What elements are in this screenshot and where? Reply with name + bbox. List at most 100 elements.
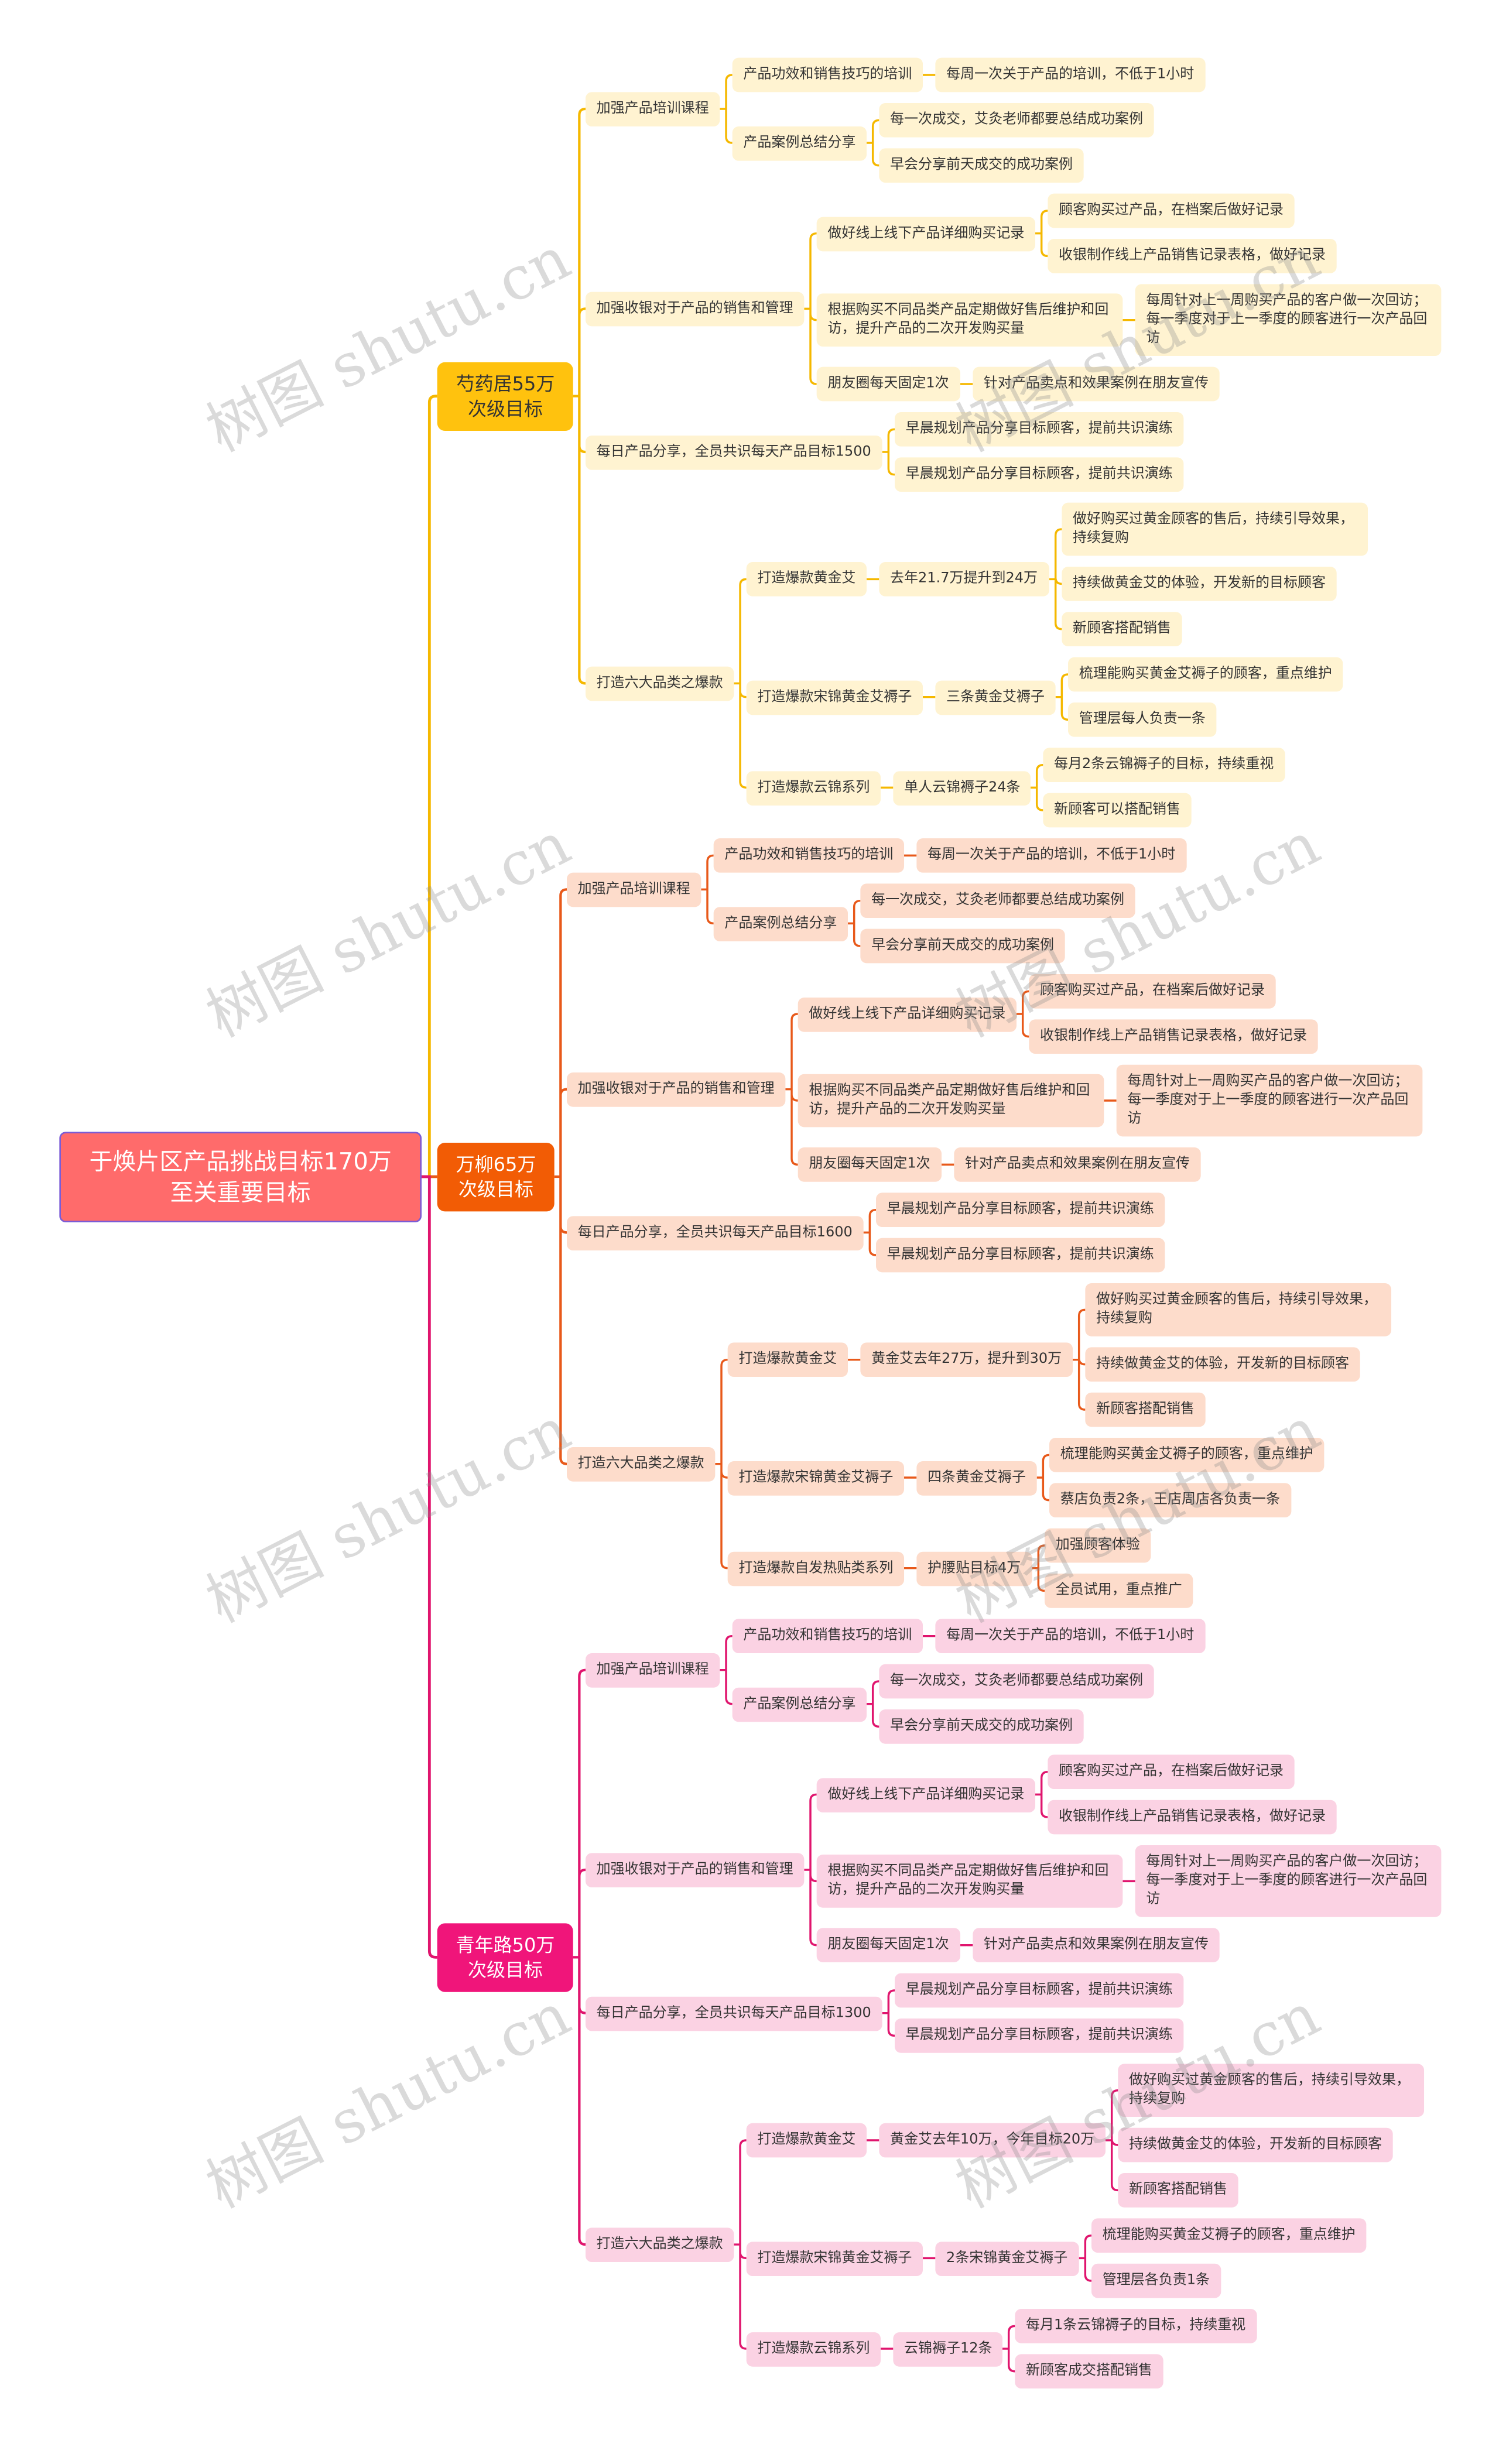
leaf-topic[interactable]: 全员试用，重点推广: [1045, 1574, 1193, 1608]
leaf-topic[interactable]: 收银制作线上产品销售记录表格，做好记录: [1048, 1800, 1337, 1835]
leaf-topic[interactable]: 每周针对上一周购买产品的客户做一次回访；每一季度对于上一季度的顾客进行一次产品回…: [1135, 1845, 1442, 1917]
subtopic[interactable]: 做好线上线下产品详细购买记录: [816, 216, 1036, 251]
leaf-topic[interactable]: 新顾客搭配销售: [1062, 612, 1182, 647]
subtopic[interactable]: 加强产品培训课程: [567, 872, 701, 907]
leaf-topic[interactable]: 早晨规划产品分享目标顾客，提前共识演练: [876, 1192, 1165, 1228]
leaf-topic[interactable]: 顾客购买过产品，在档案后做好记录: [1048, 1754, 1295, 1790]
leaf-topic[interactable]: 每周一次关于产品的培训，不低于1小时: [935, 57, 1205, 92]
leaf-topic[interactable]: 做好购买过黄金顾客的售后，持续引导效果，持续复购: [1085, 1283, 1392, 1336]
subtopic[interactable]: 做好线上线下产品详细购买记录: [798, 996, 1017, 1031]
subtopic[interactable]: 打造六大品类之爆款: [586, 666, 734, 701]
subtopic[interactable]: 根据购买不同品类产品定期做好售后维护和回访，提升产品的二次开发购买量: [816, 1855, 1123, 1908]
subtopic[interactable]: 每日产品分享，全员共识每天产品目标1300: [586, 1996, 882, 2031]
subtopic[interactable]: 打造爆款黄金艾: [727, 1342, 848, 1377]
leaf-topic[interactable]: 早晨规划产品分享目标顾客，提前共识演练: [895, 1973, 1184, 2008]
connector-line: [867, 119, 879, 167]
subtopic[interactable]: 四条黄金艾褥子: [916, 1460, 1037, 1495]
subtopic[interactable]: 打造六大品类之爆款: [567, 1447, 716, 1482]
leaf-topic[interactable]: 管理层各负责1条: [1091, 2263, 1221, 2298]
branch-topic[interactable]: 青年路50万 次级目标: [437, 1922, 574, 1992]
subtopic[interactable]: 朋友圈每天固定1次: [816, 1928, 960, 1963]
leaf-topic[interactable]: 新顾客搭配销售: [1085, 1392, 1206, 1427]
leaf-topic[interactable]: 梳理能购买黄金艾褥子的顾客，重点维护: [1068, 657, 1343, 692]
subtopic[interactable]: 朋友圈每天固定1次: [798, 1147, 942, 1182]
leaf-topic[interactable]: 蔡店负责2条，王店周店各负责一条: [1049, 1483, 1291, 1518]
leaf-topic[interactable]: 加强顾客体验: [1045, 1528, 1151, 1563]
subtopic[interactable]: 去年21.7万提升到24万: [879, 562, 1049, 597]
subtopic[interactable]: 加强产品培训课程: [586, 1653, 720, 1688]
leaf-topic[interactable]: 早会分享前天成交的成功案例: [879, 1709, 1084, 1744]
leaf-topic[interactable]: 持续做黄金艾的体验，开发新的目标顾客: [1118, 2127, 1393, 2163]
subtopic[interactable]: 加强收银对于产品的销售和管理: [586, 292, 805, 326]
leaf-topic[interactable]: 早晨规划产品分享目标顾客，提前共识演练: [895, 412, 1184, 447]
leaf-topic[interactable]: 顾客购买过产品，在档案后做好记录: [1048, 193, 1295, 228]
leaf-topic[interactable]: 持续做黄金艾的体验，开发新的目标顾客: [1085, 1347, 1360, 1382]
subtopic[interactable]: 打造爆款黄金艾: [746, 562, 867, 597]
subtopic[interactable]: 云锦褥子12条: [893, 2331, 1004, 2366]
subtopic[interactable]: 打造爆款宋锦黄金艾褥子: [746, 680, 923, 715]
leaf-topic[interactable]: 每一次成交，艾灸老师都要总结成功案例: [860, 883, 1135, 919]
subtopic[interactable]: 每日产品分享，全员共识每天产品目标1600: [567, 1215, 864, 1250]
leaf-topic[interactable]: 早晨规划产品分享目标顾客，提前共识演练: [876, 1238, 1165, 1273]
leaf-topic[interactable]: 针对产品卖点和效果案例在朋友宣传: [954, 1147, 1201, 1182]
subtopic[interactable]: 产品功效和销售技巧的培训: [732, 1619, 923, 1654]
branch-topic[interactable]: 万柳65万 次级目标: [437, 1142, 555, 1211]
leaf-topic[interactable]: 针对产品卖点和效果案例在朋友宣传: [973, 366, 1220, 402]
subtopic[interactable]: 护腰贴目标4万: [916, 1551, 1032, 1586]
subtopic[interactable]: 每日产品分享，全员共识每天产品目标1500: [586, 434, 882, 470]
subtopic[interactable]: 打造爆款云锦系列: [746, 2331, 881, 2366]
subtopic[interactable]: 打造六大品类之爆款: [586, 2227, 734, 2262]
subtopic[interactable]: 产品案例总结分享: [732, 1687, 867, 1722]
leaf-topic[interactable]: 新顾客成交搭配销售: [1015, 2354, 1163, 2389]
subtopic[interactable]: 打造爆款自发热贴类系列: [727, 1551, 905, 1586]
subtopic[interactable]: 产品案例总结分享: [732, 125, 867, 160]
leaf-topic[interactable]: 每周针对上一周购买产品的客户做一次回访；每一季度对于上一季度的顾客进行一次产品回…: [1116, 1064, 1423, 1137]
leaf-topic[interactable]: 收银制作线上产品销售记录表格，做好记录: [1029, 1019, 1318, 1054]
leaf-topic[interactable]: 早晨规划产品分享目标顾客，提前共识演练: [895, 2019, 1184, 2053]
leaf-topic[interactable]: 每一次成交，艾灸老师都要总结成功案例: [879, 103, 1154, 138]
subtopic[interactable]: 加强产品培训课程: [586, 91, 720, 126]
subtopic[interactable]: 加强收银对于产品的销售和管理: [567, 1072, 786, 1107]
subtopic[interactable]: 产品案例总结分享: [713, 906, 848, 941]
leaf-topic[interactable]: 早会分享前天成交的成功案例: [860, 928, 1065, 964]
leaf-topic[interactable]: 持续做黄金艾的体验，开发新的目标顾客: [1062, 567, 1337, 601]
subtopic[interactable]: 三条黄金艾褥子: [935, 680, 1056, 715]
leaf-topic[interactable]: 早会分享前天成交的成功案例: [879, 148, 1084, 183]
leaf-topic[interactable]: 梳理能购买黄金艾褥子的顾客，重点维护: [1049, 1438, 1325, 1472]
subtopic[interactable]: 2条宋锦黄金艾褥子: [935, 2241, 1079, 2275]
subtopic[interactable]: 根据购买不同品类产品定期做好售后维护和回访，提升产品的二次开发购买量: [798, 1074, 1104, 1128]
subtopic[interactable]: 打造爆款云锦系列: [746, 770, 881, 805]
leaf-topic[interactable]: 每周一次关于产品的培训，不低于1小时: [916, 838, 1186, 873]
leaf-topic[interactable]: 针对产品卖点和效果案例在朋友宣传: [973, 1928, 1220, 1963]
leaf-topic[interactable]: 每周针对上一周购买产品的客户做一次回访；每一季度对于上一季度的顾客进行一次产品回…: [1135, 284, 1442, 357]
leaf-topic[interactable]: 做好购买过黄金顾客的售后，持续引导效果，持续复购: [1118, 2064, 1425, 2117]
subtopic[interactable]: 黄金艾去年10万，今年目标20万: [879, 2123, 1106, 2158]
leaf-topic[interactable]: 新顾客可以搭配销售: [1043, 793, 1192, 828]
subtopic[interactable]: 黄金艾去年27万，提升到30万: [860, 1342, 1073, 1377]
subtopic[interactable]: 产品功效和销售技巧的培训: [713, 838, 905, 873]
leaf-topic[interactable]: 早晨规划产品分享目标顾客，提前共识演练: [895, 457, 1184, 492]
leaf-topic[interactable]: 管理层每人负责一条: [1068, 702, 1217, 737]
central-topic[interactable]: 于焕片区产品挑战目标170万 至关重要目标: [59, 1131, 422, 1222]
subtopic[interactable]: 根据购买不同品类产品定期做好售后维护和回访，提升产品的二次开发购买量: [816, 293, 1123, 347]
connector-line: [422, 1175, 437, 1959]
connector-line: [1002, 2325, 1015, 2373]
subtopic[interactable]: 产品功效和销售技巧的培训: [732, 57, 923, 92]
leaf-topic[interactable]: 新顾客搭配销售: [1118, 2173, 1238, 2208]
leaf-topic[interactable]: 收银制作线上产品销售记录表格，做好记录: [1048, 239, 1337, 273]
leaf-topic[interactable]: 每月2条云锦褥子的目标，持续重视: [1043, 748, 1285, 783]
leaf-topic[interactable]: 每一次成交，艾灸老师都要总结成功案例: [879, 1664, 1154, 1699]
subtopic[interactable]: 打造爆款宋锦黄金艾褥子: [727, 1460, 905, 1495]
leaf-topic[interactable]: 做好购买过黄金顾客的售后，持续引导效果，持续复购: [1062, 502, 1368, 556]
subtopic[interactable]: 打造爆款黄金艾: [746, 2123, 867, 2158]
subtopic[interactable]: 单人云锦褥子24条: [893, 770, 1032, 805]
branch-topic[interactable]: 芍药居55万 次级目标: [437, 362, 574, 431]
subtopic[interactable]: 朋友圈每天固定1次: [816, 366, 960, 402]
subtopic[interactable]: 打造爆款宋锦黄金艾褥子: [746, 2241, 923, 2275]
subtopic[interactable]: 加强收银对于产品的销售和管理: [586, 1852, 805, 1887]
leaf-topic[interactable]: 顾客购买过产品，在档案后做好记录: [1029, 974, 1276, 1009]
leaf-topic[interactable]: 每月1条云锦褥子的目标，持续重视: [1015, 2309, 1257, 2343]
leaf-topic[interactable]: 每周一次关于产品的培训，不低于1小时: [935, 1619, 1205, 1654]
subtopic[interactable]: 做好线上线下产品详细购买记录: [816, 1777, 1036, 1812]
leaf-topic[interactable]: 梳理能购买黄金艾褥子的顾客，重点维护: [1091, 2218, 1367, 2253]
